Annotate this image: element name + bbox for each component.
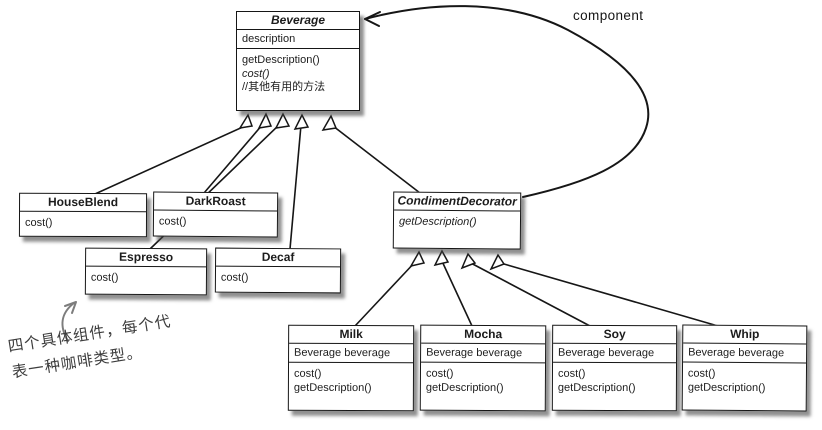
class-attribute: Beverage beverage [289,343,414,364]
class-box-condimentdecorator: CondimentDecorator getDescription() [392,191,522,250]
inheritance-line-darkroast [203,123,264,194]
class-box-houseblend: HouseBlend cost() [18,192,148,238]
inheritance-arrowhead [293,113,310,130]
class-methods: getDescription() [394,210,520,248]
method-comment: //其他有用的方法 [242,81,326,93]
method-cost: cost() [90,271,119,284]
method-cost: cost() [425,367,454,380]
class-methods: getDescription() cost() //其他有用的方法 [237,49,359,110]
inheritance-arrowhead [433,249,450,267]
class-methods: cost() getDescription() [289,363,413,411]
class-box-mocha: Mocha Beverage beverage cost() getDescri… [419,324,547,412]
inheritance-line-soy [466,260,591,327]
class-title: Milk [289,325,414,345]
class-box-milk: Milk Beverage beverage cost() getDescrip… [287,324,415,412]
class-methods: cost() getDescription() [683,363,806,411]
class-attribute: description [237,30,359,49]
class-box-decaf: Decaf cost() [214,247,342,294]
method-getdescription: getDescription() [557,381,636,394]
inheritance-arrowhead [238,113,254,130]
method-getdescription: getDescription() [242,54,320,66]
class-methods: cost() [20,212,146,236]
class-title: HouseBlend [20,193,147,213]
method-cost: cost() [557,367,586,380]
class-attribute: Beverage beverage [421,343,546,364]
inheritance-arrowhead [489,253,506,271]
class-title: DarkRoast [154,192,278,212]
inheritance-line-whip [496,261,719,327]
inheritance-line-houseblend [94,125,246,195]
class-title: Whip [683,325,807,345]
method-cost: cost() [24,216,53,229]
inheritance-arrowhead [321,114,338,131]
method-getdescription: getDescription() [293,381,372,394]
method-cost: cost() [220,271,249,284]
method-getdescription: getDescription() [425,381,504,394]
inheritance-arrowhead [274,112,291,129]
sketch-arrowhead [64,301,77,314]
inheritance-line-condimentdecorator [332,125,421,194]
class-title: Mocha [421,325,546,345]
method-getdescription: getDescription() [398,215,477,229]
inheritance-arrowhead [409,250,426,268]
class-methods: cost() [86,267,206,295]
inheritance-line-mocha [440,258,473,327]
class-methods: cost() getDescription() [553,363,676,411]
class-attribute: Beverage beverage [553,343,677,364]
inheritance-line-decaf [289,124,302,250]
method-cost: cost() [158,215,187,228]
component-label: component [573,8,644,23]
class-title: CondimentDecorator [394,192,521,212]
method-cost: cost() [687,367,716,380]
class-box-beverage: Beverage description getDescription() co… [236,11,360,111]
class-box-darkroast: DarkRoast cost() [152,191,279,238]
component-arrowhead [364,11,381,27]
sketch-arrow [61,302,75,342]
component-curve-arrow [364,5,650,198]
inheritance-arrowhead [460,252,477,270]
class-title: Espresso [86,248,207,268]
class-box-espresso: Espresso cost() [84,247,208,296]
inheritance-arrowhead [257,112,273,129]
inheritance-line-milk [354,259,418,327]
class-title: Decaf [216,248,341,268]
class-box-whip: Whip Beverage beverage cost() getDescrip… [681,324,808,412]
method-cost: cost() [242,67,270,80]
class-title: Soy [553,325,677,345]
method-cost: cost() [293,367,322,380]
class-methods: cost() [216,267,340,293]
class-methods: cost() getDescription() [421,363,545,411]
method-getdescription: getDescription() [687,381,766,394]
class-title: Beverage [237,12,359,30]
class-box-soy: Soy Beverage beverage cost() getDescript… [551,324,678,412]
class-methods: cost() [154,210,277,236]
class-attribute: Beverage beverage [683,343,807,364]
